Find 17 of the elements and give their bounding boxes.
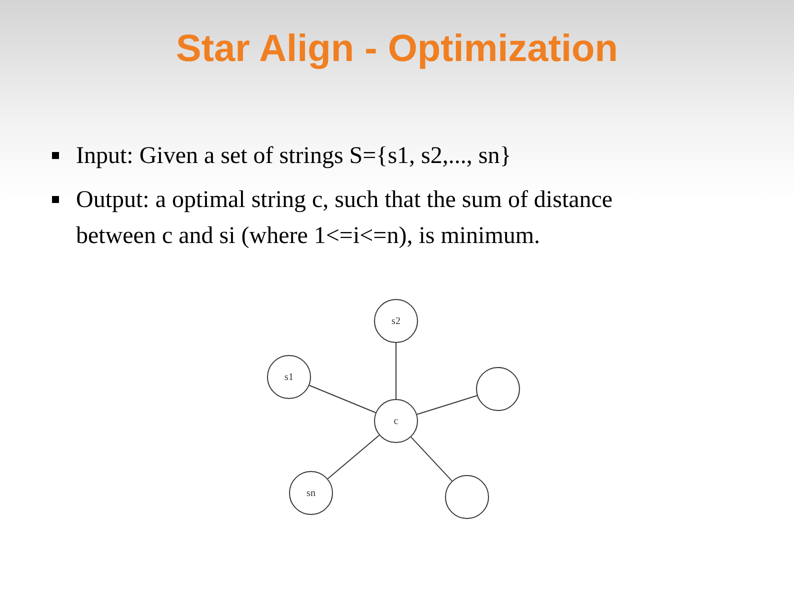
node-label: sn xyxy=(306,488,316,498)
bullet-text: Output: a optimal string c, such that the sum of distance between c and si (where 1<=i<=n), is minimum. xyxy=(76,186,614,251)
node-circle xyxy=(374,399,418,443)
slide-title: Star Align - Optimization xyxy=(175,28,619,71)
node-circle xyxy=(267,355,311,399)
bullet-text: Input: Given a set of strings S={s1, s2,..., sn} xyxy=(76,142,512,171)
connector-line xyxy=(410,436,452,482)
connector-line xyxy=(327,434,380,480)
node-label: c xyxy=(394,416,398,426)
connector-line xyxy=(416,395,478,415)
node-circle xyxy=(445,475,489,519)
node-label: s1 xyxy=(284,372,294,382)
node-circle xyxy=(374,299,418,343)
node-label: s2 xyxy=(392,316,400,326)
node-circle xyxy=(476,367,520,411)
connector-line xyxy=(308,384,376,414)
node-circle xyxy=(289,471,333,515)
